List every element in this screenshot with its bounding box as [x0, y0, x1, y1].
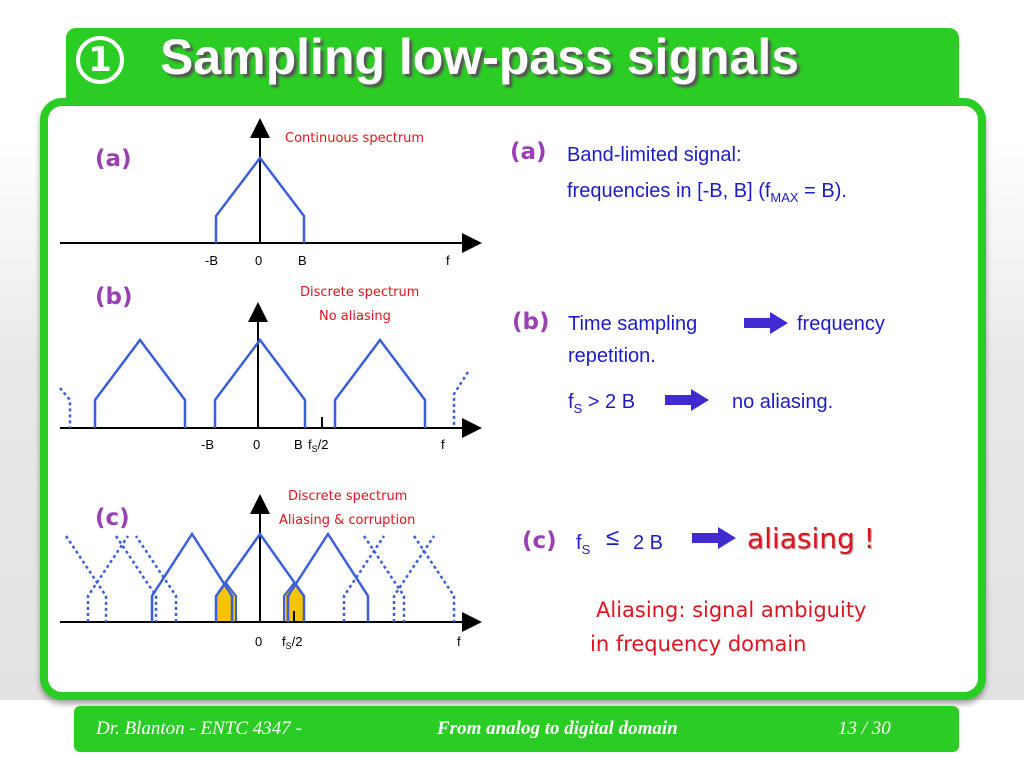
text-c-less-equal: ≤	[606, 524, 620, 551]
caption-aliasing-corruption: Aliasing & corruption	[279, 513, 415, 528]
text-a-line1: Band-limited signal:	[567, 144, 742, 166]
arrow-right-icon	[692, 527, 736, 549]
tick-f-b: f	[441, 437, 445, 452]
text-b-repetition: repetition.	[568, 345, 656, 367]
footer-title: From analog to digital domain	[437, 718, 678, 739]
tick-fs-half-c: fS/2	[282, 634, 302, 651]
aliasing-note-line1: Aliasing: signal ambiguity	[596, 598, 867, 622]
text-label-c: (c)	[522, 528, 557, 554]
replica-dotted-left2-c	[114, 535, 178, 622]
replica-dotted-left-b	[59, 387, 72, 428]
replica-dotted-right-b	[452, 371, 470, 428]
text-c-fs: fS	[576, 532, 591, 557]
title-bar	[66, 28, 959, 108]
text-b-fs-condition: fS > 2 B	[568, 391, 636, 416]
spectrum-c: Discrete spectrum Aliasing & corruption …	[60, 489, 482, 651]
replica-dotted-left-c	[64, 535, 130, 622]
footer-page: 13 / 30	[838, 718, 891, 739]
spectrum-a: Continuous spectrum -B 0 B f	[60, 118, 482, 268]
tick-f-c: f	[457, 634, 461, 649]
arrow-right-icon	[744, 312, 788, 334]
caption-discrete-spectrum-c: Discrete spectrum	[288, 489, 407, 504]
slide-number-badge: 1	[76, 36, 124, 84]
tick-zero-a: 0	[255, 253, 262, 268]
aliasing-result: aliasing !	[747, 522, 875, 555]
arrow-right-icon	[665, 389, 709, 411]
aliasing-note-line2: in frequency domain	[590, 632, 807, 656]
caption-no-aliasing: No aliasing	[319, 309, 391, 324]
text-a-line2: frequencies in [-B, B] (fMAX = B).	[567, 180, 847, 205]
text-label-b: (b)	[512, 309, 550, 335]
replica-right-b	[333, 337, 427, 428]
caption-discrete-spectrum-b: Discrete spectrum	[300, 285, 419, 300]
tick-neg-b-b: -B	[201, 437, 214, 452]
tick-f-a: f	[446, 253, 450, 268]
tick-fs-half-b: fS/2	[308, 437, 328, 454]
replica-dotted-right2-c	[392, 535, 456, 622]
caption-continuous-spectrum: Continuous spectrum	[285, 131, 424, 146]
replica-left-c	[150, 531, 234, 622]
replica-right-c	[286, 531, 370, 622]
footer-bar: Dr. Blanton - ENTC 4347 - From analog to…	[74, 706, 959, 752]
replica-center-b	[213, 337, 307, 428]
footer-author: Dr. Blanton - ENTC 4347 -	[96, 718, 302, 739]
tick-neg-b-a: -B	[205, 253, 218, 268]
tick-zero-b: 0	[253, 437, 260, 452]
text-b-no-aliasing: no aliasing.	[732, 391, 834, 413]
text-label-a: (a)	[510, 139, 547, 165]
text-c-2b: 2 B	[633, 532, 664, 554]
replica-center-c	[214, 531, 306, 622]
text-b-time-sampling: Time sampling	[568, 313, 698, 335]
replica-dotted-right-c	[342, 535, 406, 622]
diagram-label-c: (c)	[95, 505, 130, 531]
tick-b-b: B	[294, 437, 303, 452]
spectrum-diagrams: Continuous spectrum -B 0 B f Discrete sp…	[59, 118, 482, 651]
diagram-label-b: (b)	[95, 284, 133, 310]
continuous-spectrum-shape	[214, 155, 306, 243]
tick-zero-c: 0	[255, 634, 262, 649]
diagram-label-a: (a)	[95, 146, 132, 172]
content-frame	[40, 98, 986, 700]
replica-left-b	[93, 337, 187, 428]
spectrum-b: Discrete spectrum No aliasing -B 0 B fS/…	[59, 285, 482, 454]
text-b-frequency: frequency	[797, 313, 885, 335]
slide-title: Sampling low-pass signals	[160, 29, 800, 85]
tick-b-a: B	[298, 253, 307, 268]
